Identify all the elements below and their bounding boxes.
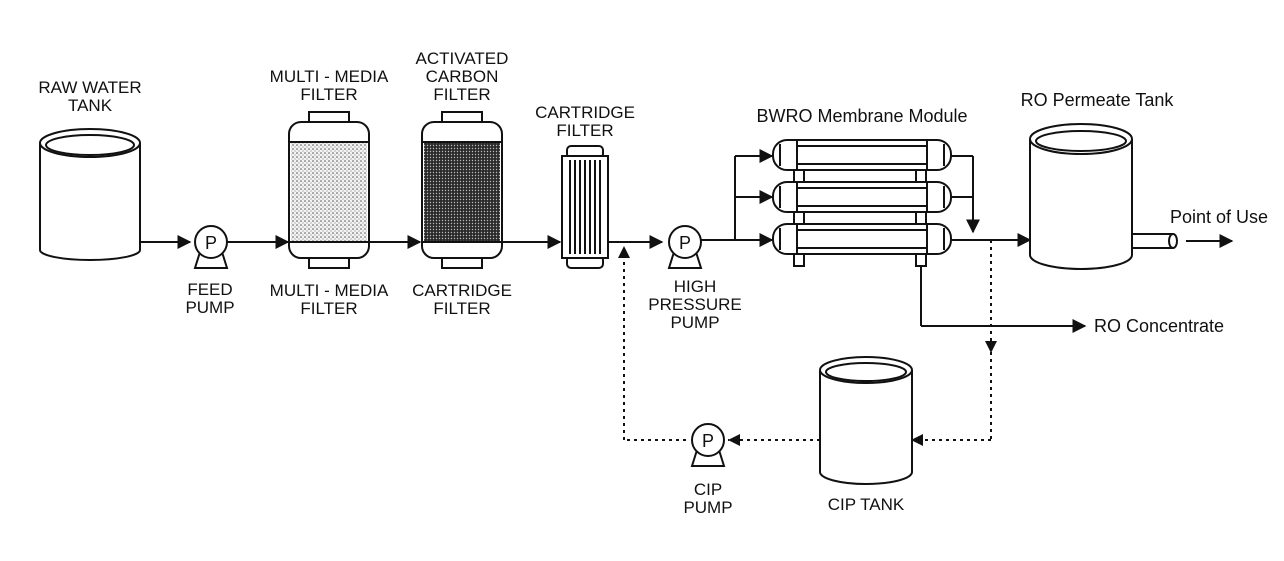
cip-pump-symbol — [690, 423, 726, 467]
label-membrane-module: BWRO Membrane Module — [756, 106, 967, 126]
label-raw-water-tank: RAW WATER TANK — [38, 78, 141, 115]
label-cip-tank: CIP TANK — [828, 495, 905, 514]
cip-flow-arrow-to-tank — [911, 434, 923, 446]
membrane-feed-manifold — [701, 149, 774, 247]
cip-pump-letter: P — [702, 431, 714, 451]
membrane-support-clamps — [793, 169, 927, 267]
activated-carbon-filter-vessel — [421, 111, 503, 269]
hp-pump-letter: P — [679, 233, 691, 253]
label-line: MULTI - MEDIA — [270, 67, 389, 86]
label-line: FILTER — [300, 85, 357, 104]
label-line: FILTER — [433, 85, 490, 104]
label-line: FEED — [187, 280, 232, 299]
label-cip-pump: CIP PUMP — [683, 480, 732, 517]
membrane-vessel-3 — [772, 223, 952, 255]
label-line: FILTER — [300, 299, 357, 318]
feed-pump-symbol — [193, 225, 229, 269]
ro-permeate-tank — [1029, 123, 1178, 270]
label-line: HIGH — [674, 277, 717, 296]
label-line: PUMP — [683, 498, 732, 517]
label-line: ACTIVATED — [416, 49, 509, 68]
label-line: CARBON — [426, 67, 499, 86]
high-pressure-pump-symbol — [667, 225, 703, 269]
label-line: CIP — [694, 480, 722, 499]
label-point-of-use: Point of Use — [1170, 207, 1268, 227]
concentrate-line — [920, 266, 1087, 333]
permeate-collector — [951, 155, 1032, 247]
label-line: RAW WATER — [38, 78, 141, 97]
label-cartridge-top: CARTRIDGE FILTER — [535, 103, 635, 140]
label-mmf-bottom: MULTI - MEDIA FILTER — [270, 281, 389, 318]
label-line: FILTER — [556, 121, 613, 140]
label-ro-concentrate: RO Concentrate — [1094, 316, 1224, 336]
membrane-vessel-1 — [772, 139, 952, 171]
label-line: TANK — [68, 96, 113, 115]
raw-water-tank — [39, 128, 141, 261]
cip-flow-arrow-to-pump — [728, 434, 740, 446]
label-line: PRESSURE — [648, 295, 742, 314]
label-mmf-top: MULTI - MEDIA FILTER — [270, 67, 389, 104]
label-line: FILTER — [433, 299, 490, 318]
membrane-vessel-2 — [772, 181, 952, 213]
label-line: PUMP — [670, 313, 719, 332]
label-feed-pump: FEED PUMP — [185, 280, 234, 317]
label-permeate-tank: RO Permeate Tank — [1021, 90, 1175, 110]
label-acf-top: ACTIVATED CARBON FILTER — [416, 49, 509, 104]
pump-letters: P P P — [205, 233, 714, 451]
label-acf-bottom: CARTRIDGE FILTER — [412, 281, 512, 318]
label-hp-pump: HIGH PRESSURE PUMP — [648, 277, 742, 332]
cip-tank — [819, 356, 913, 485]
label-line: PUMP — [185, 298, 234, 317]
cip-flow-arrow-return — [618, 246, 630, 258]
cip-flow-arrow-down — [985, 341, 997, 353]
label-line: MULTI - MEDIA — [270, 281, 389, 300]
cartridge-filter-housing — [561, 145, 609, 269]
feed-pump-letter: P — [205, 233, 217, 253]
cip-loop-lines — [623, 240, 992, 441]
multimedia-filter-vessel — [288, 111, 370, 269]
label-line: CARTRIDGE — [535, 103, 635, 122]
label-line: CARTRIDGE — [412, 281, 512, 300]
